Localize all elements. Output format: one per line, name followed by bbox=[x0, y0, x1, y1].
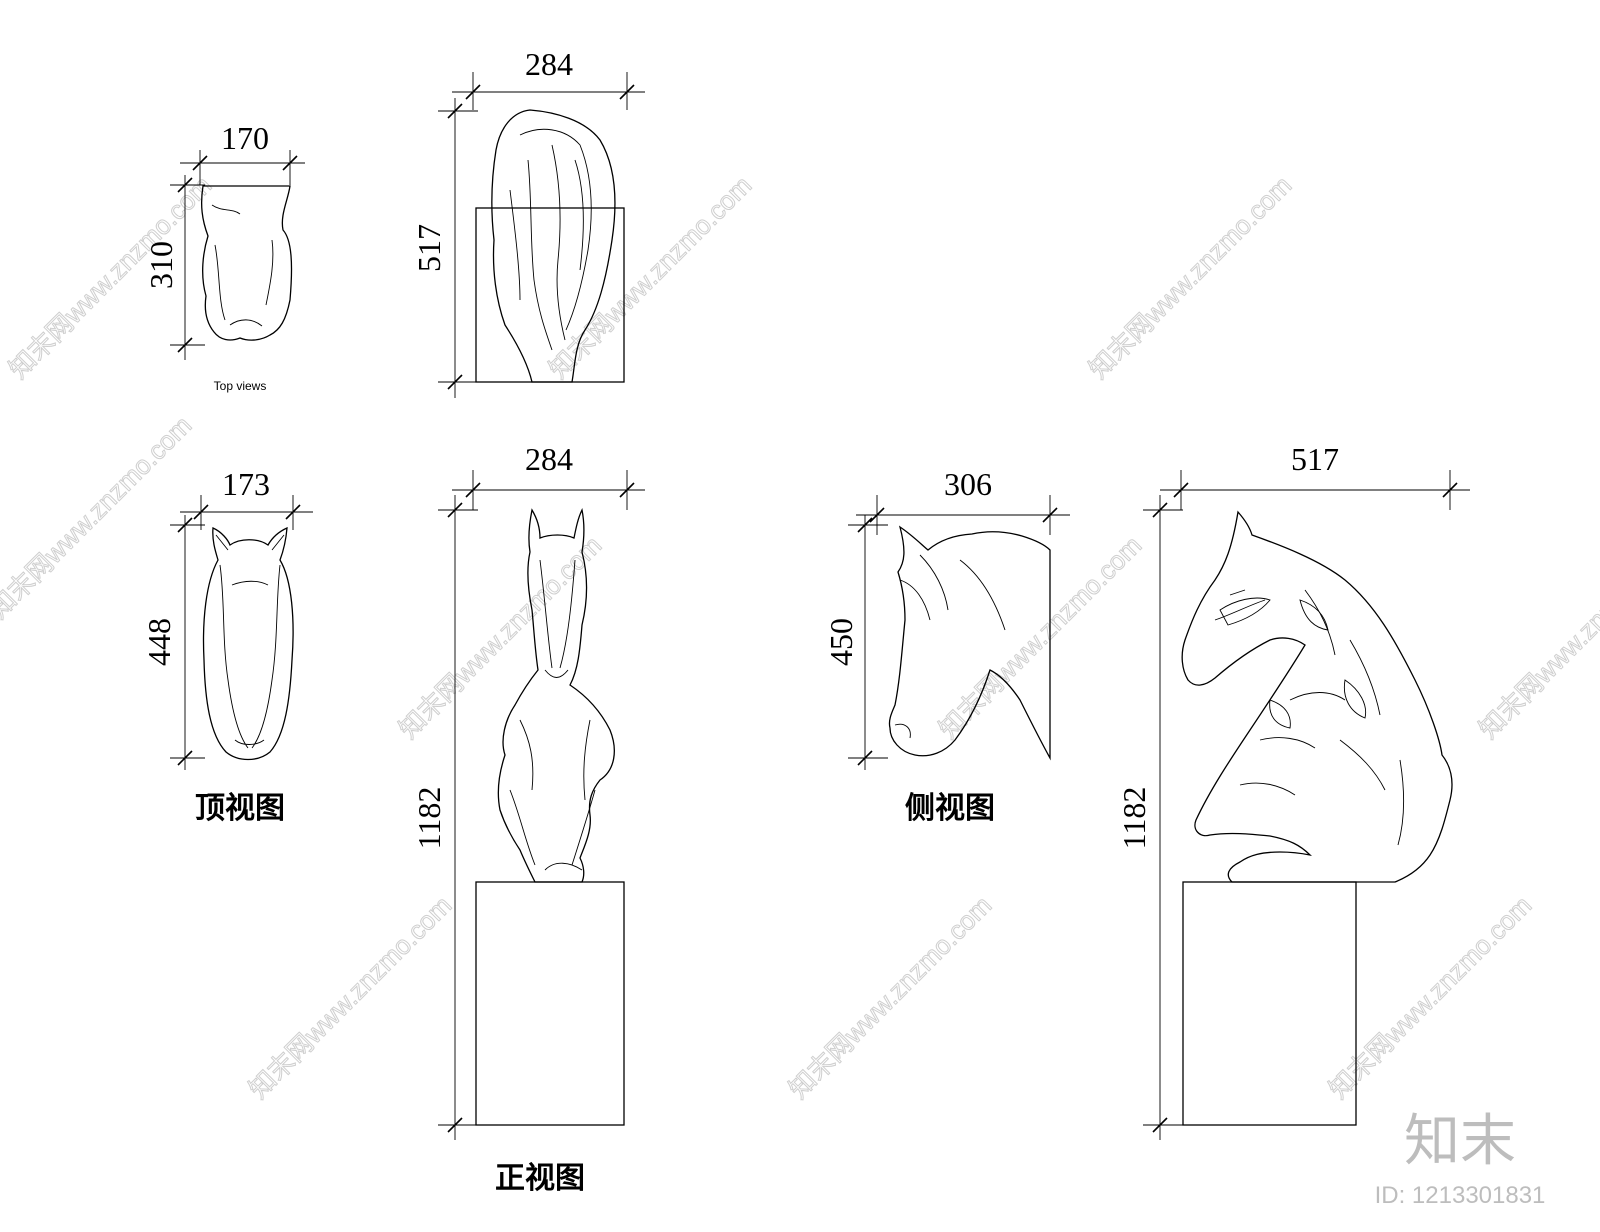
dim-width-label: 170 bbox=[221, 120, 269, 156]
dim-width-label: 306 bbox=[944, 466, 992, 502]
image-id: ID: 1213301831 bbox=[1375, 1182, 1546, 1209]
dim-height-label: 448 bbox=[141, 618, 177, 666]
dim-height-label: 517 bbox=[411, 224, 447, 272]
caption-front-view: 正视图 bbox=[495, 1161, 585, 1196]
dim-height-label: 1182 bbox=[1116, 787, 1152, 850]
caption-top-view: 顶视图 bbox=[195, 791, 285, 826]
watermark-text: 知末网www.znzmo.com bbox=[543, 170, 757, 384]
watermark-text: 知末网www.znzmo.com bbox=[243, 890, 457, 1104]
top-view-small: 170 310 Top views bbox=[143, 120, 305, 393]
watermark-text: 知末网www.znzmo.com bbox=[1083, 170, 1297, 384]
watermark-text: 知末网www.znzmo.com bbox=[783, 890, 997, 1104]
watermark-text: 知末网www.znzmo.com bbox=[933, 530, 1147, 744]
brand-logo: 知末 bbox=[1404, 1109, 1516, 1174]
watermark-text: 知末网www.znzmo.com bbox=[1323, 890, 1537, 1104]
dim-height-label: 1182 bbox=[411, 787, 447, 850]
top-view-large: 284 517 bbox=[411, 46, 645, 398]
brand-watermark: 知末 ID: 1213301831 bbox=[1375, 1109, 1546, 1209]
dim-width-label: 284 bbox=[525, 441, 573, 477]
dim-width-label: 517 bbox=[1291, 441, 1339, 477]
side-view-full: 517 1182 bbox=[1116, 441, 1470, 1140]
dim-width-label: 284 bbox=[525, 46, 573, 82]
side-view-head: 306 450 侧视图 bbox=[823, 466, 1070, 826]
caption-top-views: Top views bbox=[214, 379, 267, 393]
front-view: 284 1182 正视图 bbox=[411, 441, 645, 1196]
dim-height-label: 450 bbox=[823, 618, 859, 666]
watermarks: 知末网www.znzmo.com 知末网www.znzmo.com 知末网www… bbox=[0, 169, 1600, 1104]
dim-height-label: 310 bbox=[143, 241, 179, 289]
top-view-head: 173 448 顶视图 bbox=[141, 466, 313, 826]
watermark-text: 知末网www.znzmo.com bbox=[1473, 530, 1600, 744]
caption-side-view: 侧视图 bbox=[905, 791, 995, 826]
watermark-text: 知末网www.znzmo.com bbox=[0, 410, 197, 624]
dim-width-label: 173 bbox=[222, 466, 270, 502]
